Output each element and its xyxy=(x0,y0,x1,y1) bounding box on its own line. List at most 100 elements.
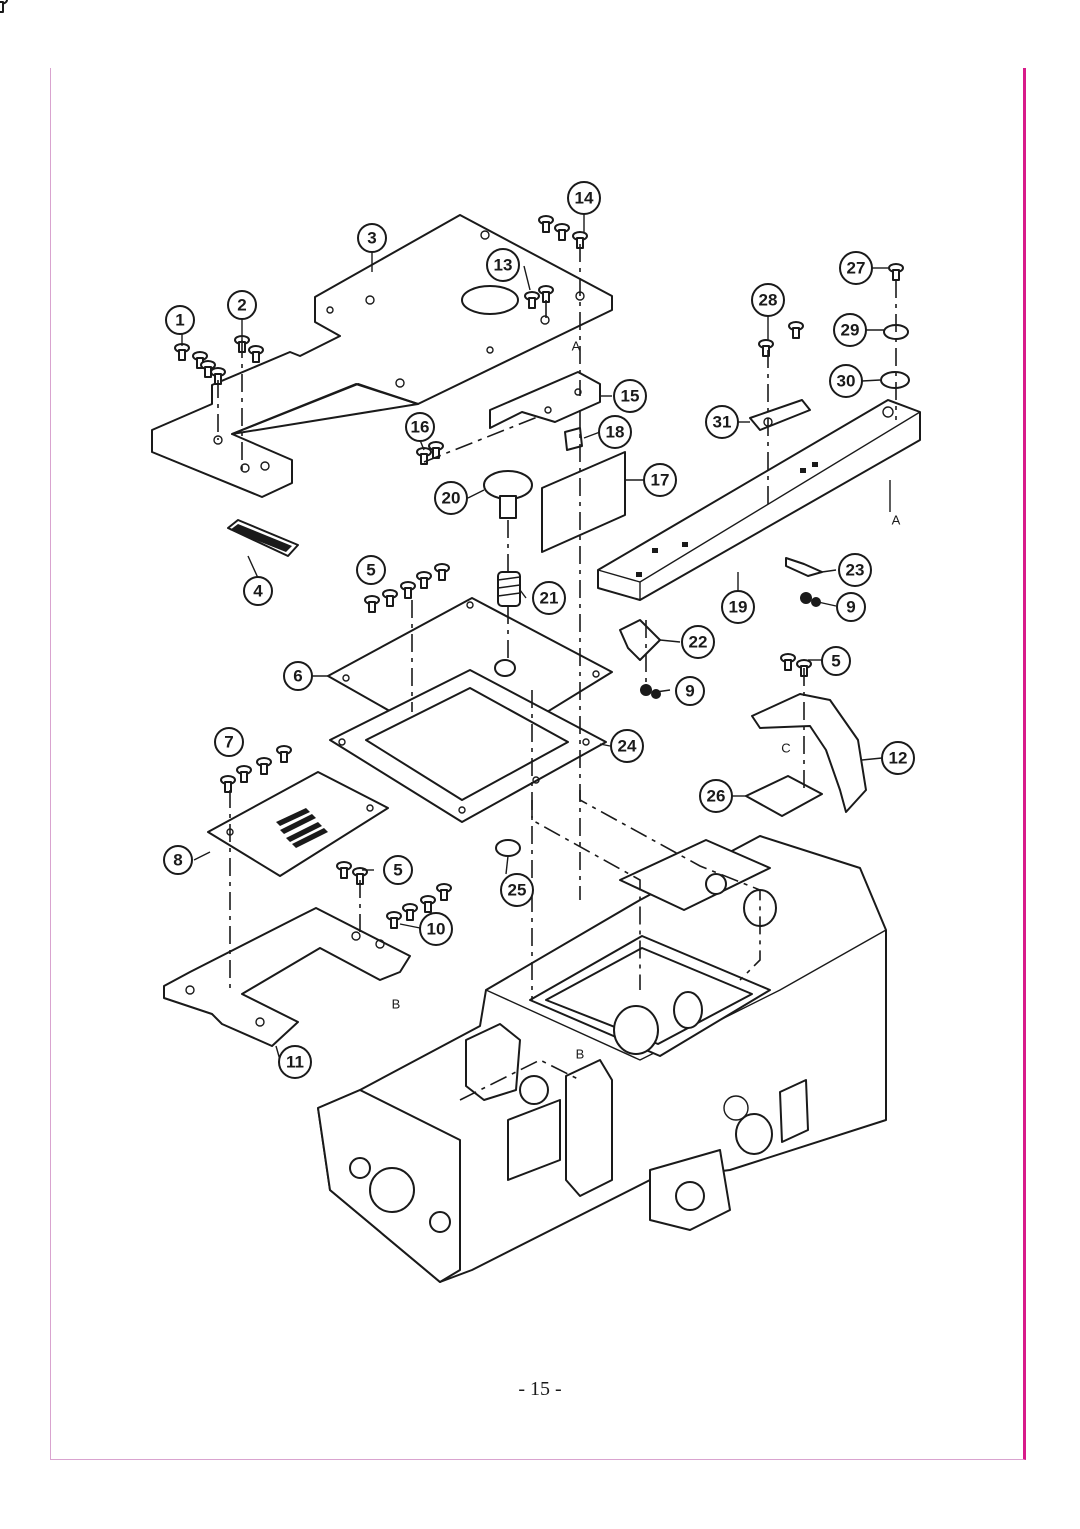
callout-30: 30 xyxy=(829,364,863,398)
callout-26: 26 xyxy=(699,779,733,813)
callout-17-label: 17 xyxy=(651,471,670,490)
callout-5b-label: 5 xyxy=(831,652,840,671)
callout-22-label: 22 xyxy=(689,633,708,652)
callout-26-label: 26 xyxy=(707,787,726,806)
callout-4: 4 xyxy=(243,576,273,606)
callout-5b: 5 xyxy=(821,646,851,676)
part-block-18 xyxy=(564,427,583,451)
callout-14-label: 14 xyxy=(575,189,594,208)
callout-8-label: 8 xyxy=(173,851,182,870)
callout-27-label: 27 xyxy=(847,259,866,278)
part-small-plate-15 xyxy=(489,371,601,429)
callout-22: 22 xyxy=(681,625,715,659)
part-ring-25 xyxy=(495,839,521,857)
callout-2: 2 xyxy=(227,290,257,320)
callout-16-label: 16 xyxy=(411,418,430,437)
callout-leaders xyxy=(181,212,891,1061)
callout-13: 13 xyxy=(486,248,520,282)
callout-31: 31 xyxy=(705,405,739,439)
callout-6-label: 6 xyxy=(293,667,302,686)
callout-23: 23 xyxy=(838,553,872,587)
callout-29-label: 29 xyxy=(841,321,860,340)
callout-16: 16 xyxy=(405,412,435,442)
callout-9a-label: 9 xyxy=(846,598,855,617)
callout-13-label: 13 xyxy=(494,256,513,275)
part-base-plate-11 xyxy=(163,907,411,1047)
callout-19: 19 xyxy=(721,590,755,624)
callout-20: 20 xyxy=(434,481,468,515)
callout-21: 21 xyxy=(532,581,566,615)
part-gasket-24 xyxy=(329,669,607,823)
callout-5c: 5 xyxy=(383,855,413,885)
callout-1-label: 1 xyxy=(175,311,184,330)
callout-17: 17 xyxy=(643,463,677,497)
callout-18-label: 18 xyxy=(606,423,625,442)
screw-group-5c xyxy=(336,861,368,885)
part-knob-20 xyxy=(483,470,533,519)
callout-20-label: 20 xyxy=(442,489,461,508)
ref-letter-b-plate: B xyxy=(392,997,401,1012)
screw-group-2 xyxy=(234,335,264,363)
callout-15: 15 xyxy=(613,379,647,413)
callout-18: 18 xyxy=(598,415,632,449)
reference-letters: A A B B C xyxy=(392,339,901,1062)
part-washer-30 xyxy=(880,371,910,389)
callout-3: 3 xyxy=(357,223,387,253)
ref-letter-c: C xyxy=(781,741,790,756)
page-number: - 15 - xyxy=(518,1378,562,1400)
callouts: 1 2 3 4 5 5 5 6 7 8 9 9 10 11 12 13 14 1… xyxy=(163,181,915,1079)
callout-30-label: 30 xyxy=(837,372,856,391)
part-machine-base xyxy=(317,835,887,1283)
callout-4-label: 4 xyxy=(253,582,263,601)
callout-28: 28 xyxy=(751,283,785,317)
callout-11-label: 11 xyxy=(286,1053,304,1072)
ref-letter-a-top: A xyxy=(572,339,581,354)
callout-14: 14 xyxy=(567,181,601,215)
callout-12: 12 xyxy=(881,741,915,775)
callout-19-label: 19 xyxy=(729,598,748,617)
callout-9a: 9 xyxy=(836,592,866,622)
callout-28-label: 28 xyxy=(759,291,778,310)
callout-5c-label: 5 xyxy=(393,861,402,880)
part-clip-23 xyxy=(785,557,823,577)
part-long-bar-19 xyxy=(597,399,921,601)
part-top-cover-plate xyxy=(151,214,613,498)
callout-10: 10 xyxy=(419,912,453,946)
part-cover-12 xyxy=(751,693,867,813)
callout-21-label: 21 xyxy=(540,589,559,608)
callout-24-label: 24 xyxy=(618,737,637,756)
callout-5a-label: 5 xyxy=(366,561,375,580)
callout-9b-label: 9 xyxy=(685,682,694,701)
part-bar-4 xyxy=(227,519,299,557)
callout-1: 1 xyxy=(165,305,195,335)
callout-27: 27 xyxy=(839,251,873,285)
part-spring-21 xyxy=(497,571,521,607)
callout-12-label: 12 xyxy=(889,749,908,768)
callout-6: 6 xyxy=(283,661,313,691)
page-border xyxy=(50,68,1026,1460)
callout-5a: 5 xyxy=(356,555,386,585)
centre-lines xyxy=(217,244,897,1101)
screw-28 xyxy=(758,321,804,357)
screws xyxy=(0,0,8,13)
callout-25-label: 25 xyxy=(508,881,527,900)
ref-letter-b-base: B xyxy=(576,1047,585,1062)
part-pad-17 xyxy=(541,451,626,553)
callout-23-label: 23 xyxy=(846,561,865,580)
screw-group-16 xyxy=(416,441,444,465)
callout-7: 7 xyxy=(214,727,244,757)
ref-letter-a-bar: A xyxy=(892,513,901,528)
callout-7-label: 7 xyxy=(224,733,233,752)
callout-3-label: 3 xyxy=(367,229,376,248)
part-lever-22 xyxy=(619,619,661,661)
callout-10-label: 10 xyxy=(427,920,446,939)
callout-9b: 9 xyxy=(675,676,705,706)
screw-group-5b xyxy=(780,653,812,677)
callout-24: 24 xyxy=(610,729,644,763)
part-bracket-31 xyxy=(749,399,811,431)
callout-15-label: 15 xyxy=(621,387,640,406)
callout-8: 8 xyxy=(163,845,193,875)
part-needle-plate-8 xyxy=(207,771,389,877)
screw-27 xyxy=(888,263,904,281)
